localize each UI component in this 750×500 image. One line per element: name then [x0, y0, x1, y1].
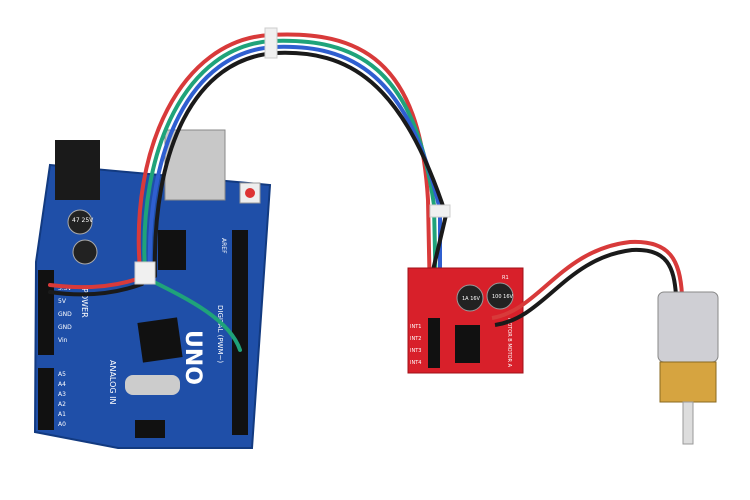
input-label: INT3 — [410, 348, 421, 354]
pin-label: A0 — [58, 421, 66, 428]
pin-label: GND — [58, 311, 72, 318]
pin-label: A1 — [58, 411, 66, 418]
digital-label: DIGITAL (PWM~) — [216, 305, 224, 363]
pin-label: A4 — [58, 381, 66, 388]
resistor-label: R1 — [502, 275, 509, 281]
cap-label: 47 25V — [72, 217, 94, 224]
pin-label: GND — [58, 324, 72, 331]
cable-tie — [264, 27, 278, 59]
cap-label: 1A 16V — [462, 296, 481, 302]
icsp-header — [135, 420, 165, 438]
power-header — [38, 270, 54, 355]
digital-header — [232, 230, 248, 435]
pin-label: A3 — [58, 391, 66, 398]
crystal — [125, 375, 180, 395]
cable-tie — [134, 261, 156, 285]
capacitor — [456, 284, 484, 312]
arduino-board: 47 25V UNO POWER ANALOG IN DIGITAL (PWM~… — [33, 129, 272, 449]
gear-motor — [657, 291, 719, 445]
motor-driver-board: 1A 16V 100 16V R1 INT1 INT2 INT3 INT4 MO… — [407, 267, 524, 374]
input-header — [428, 318, 440, 368]
input-label: INT4 — [410, 360, 421, 366]
microcontroller — [137, 317, 183, 363]
capacitor — [486, 282, 514, 310]
pin-label: 3.3V — [58, 285, 73, 292]
analog-header — [38, 368, 54, 430]
pin-label: Vin — [58, 337, 68, 344]
aref-label: AREF — [220, 238, 227, 254]
power-label: POWER — [80, 288, 89, 318]
analog-label: ANALOG IN — [108, 360, 117, 405]
cap-label: 100 16V — [492, 294, 513, 300]
dc-jack — [55, 140, 100, 200]
model-label: UNO — [180, 330, 205, 385]
motor-label: MOTOR B MOTOR A — [506, 318, 512, 368]
cable-tie — [429, 204, 451, 218]
pin-label: 5V — [58, 298, 67, 305]
capacitor — [72, 239, 98, 265]
pin-label: A2 — [58, 401, 66, 408]
input-label: INT1 — [410, 324, 421, 330]
capacitor — [67, 209, 93, 235]
motor-wires — [491, 239, 684, 327]
pin-label: A5 — [58, 371, 66, 378]
input-label: INT2 — [410, 336, 421, 342]
jumper-wires — [48, 27, 451, 352]
chip — [158, 230, 186, 270]
driver-chip — [455, 325, 480, 363]
